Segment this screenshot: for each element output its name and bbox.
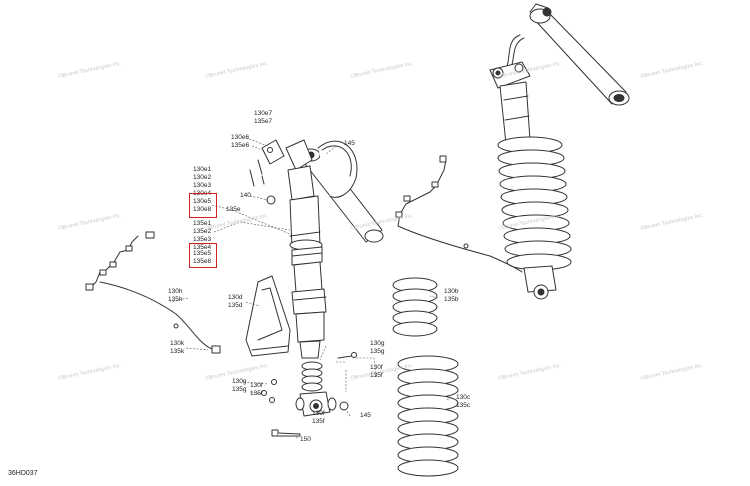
callout-135d: 135d: [228, 302, 243, 309]
callout-130e8: 130e8: [193, 206, 212, 213]
callout-145: 145: [344, 140, 355, 147]
diagram-code: 36HD037: [8, 470, 38, 477]
callout-130g: 130g: [370, 340, 385, 347]
callout-145-lower: 145: [360, 412, 371, 419]
callout-135e5: 135e5: [193, 250, 212, 257]
front-shock-assembly: [285, 139, 384, 417]
callout-135e: 135e: [226, 206, 241, 213]
callout-135e6: 135e6: [231, 142, 250, 149]
highlight-box-130e5-130e8: [189, 193, 217, 218]
callout-130g-b: 130g: [232, 378, 247, 385]
callout-135g: 135g: [370, 348, 385, 355]
callout-135e8: 135e8: [193, 258, 212, 265]
callout-135g-b: 135g: [232, 386, 247, 393]
spring-130c: [397, 355, 459, 477]
callout-135e4: 135e4: [193, 244, 212, 251]
callout-130f: 130f: [250, 382, 263, 389]
callout-130e7: 130e7: [254, 110, 273, 117]
callout-135e1: 135e1: [193, 220, 212, 227]
callout-135f-b: 135f: [370, 372, 383, 379]
callout-130h: 130h: [168, 288, 183, 295]
spring-130b: [392, 277, 438, 337]
callout-130e3: 130e3: [193, 182, 212, 189]
callout-135f-c: 135f: [312, 418, 325, 425]
callout-130e6: 130e6: [231, 134, 250, 141]
callout-135h: 135h: [168, 296, 183, 303]
callout-135e3: 135e3: [193, 236, 212, 243]
callout-135f: 135f: [250, 390, 263, 397]
callout-130f-c: 130f: [312, 410, 325, 417]
callout-135e2: 135e2: [193, 228, 212, 235]
callout-130f-b: 130f: [370, 364, 383, 371]
highlight-box-135e5-135e8: [189, 243, 217, 268]
wire-harness-right: [395, 155, 523, 273]
callout-135b: 135b: [444, 296, 459, 303]
callout-130d: 130d: [228, 294, 243, 301]
callout-130e1: 130e1: [193, 166, 212, 173]
shock-spring: [497, 136, 572, 271]
wire-harness-left: [85, 231, 221, 354]
callout-140: 140: [240, 192, 251, 199]
shock-bracket: [249, 139, 285, 187]
callout-135k: 135k: [170, 348, 185, 355]
rear-shock-assembly: [489, 3, 630, 300]
callout-130k: 130k: [170, 340, 185, 347]
callout-130c: 130c: [456, 394, 471, 401]
fasteners: [261, 195, 357, 437]
callout-150: 150: [300, 436, 311, 443]
callout-130e2: 130e2: [193, 174, 212, 181]
callout-135c: 135c: [456, 402, 471, 409]
protective-boot: [245, 275, 291, 357]
callout-135e7: 135e7: [254, 118, 273, 125]
callout-130b: 130b: [444, 288, 459, 295]
callout-130e5: 130e5: [193, 198, 212, 205]
